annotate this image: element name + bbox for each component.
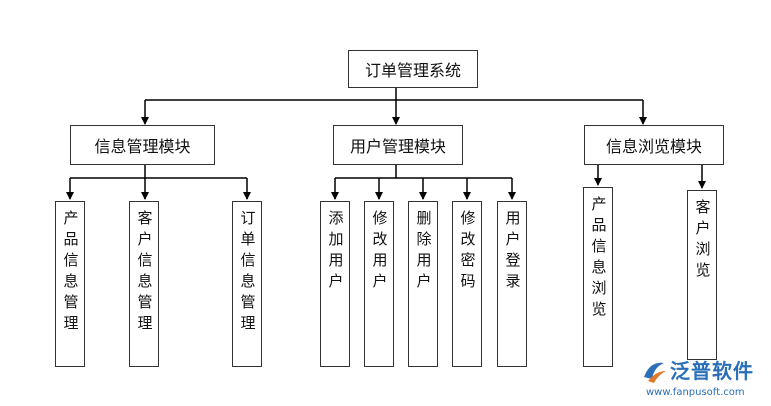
leaf-node-modify-password: 修改密码	[452, 201, 482, 367]
module-label: 信息管理模块	[94, 137, 191, 156]
root-label: 订单管理系统	[364, 61, 461, 80]
leaf-label: 客户浏览	[693, 199, 712, 283]
watermark: 泛普软件 www.fanpusoft.com	[640, 357, 768, 403]
leaf-node-user-login: 用户登录	[497, 201, 527, 367]
leaf-node-product-info-browse: 产品信息浏览	[583, 187, 613, 367]
leaf-label: 产品信息管理	[61, 210, 80, 336]
module-node-user-management: 用户管理模块	[333, 125, 463, 165]
leaf-label: 产品信息浏览	[589, 196, 608, 322]
watermark-url: www.fanpusoft.com	[646, 387, 745, 398]
leaf-label: 删除用户	[414, 210, 433, 294]
leaf-label: 修改用户	[370, 210, 389, 294]
watermark-brand: 泛普软件	[670, 359, 754, 383]
leaf-node-delete-user: 删除用户	[408, 201, 438, 367]
leaf-node-modify-user: 修改用户	[364, 201, 394, 367]
leaf-node-product-info-management: 产品信息管理	[55, 201, 85, 367]
root-node: 订单管理系统	[348, 50, 478, 88]
brand-logo-icon	[644, 362, 666, 383]
leaf-node-customer-browse: 客户浏览	[687, 190, 717, 360]
leaf-label: 客户信息管理	[135, 210, 154, 336]
leaf-label: 订单信息管理	[238, 210, 257, 336]
leaf-label: 添加用户	[326, 210, 345, 294]
leaf-node-order-info-management: 订单信息管理	[232, 201, 262, 367]
module-node-info-management: 信息管理模块	[70, 125, 215, 165]
leaf-node-customer-info-management: 客户信息管理	[129, 201, 159, 367]
leaf-label: 修改密码	[458, 210, 477, 294]
module-node-info-browse: 信息浏览模块	[584, 125, 724, 165]
module-label: 用户管理模块	[349, 137, 446, 156]
leaf-node-add-user: 添加用户	[320, 201, 350, 367]
leaf-label: 用户登录	[503, 210, 522, 294]
module-label: 信息浏览模块	[605, 137, 702, 156]
